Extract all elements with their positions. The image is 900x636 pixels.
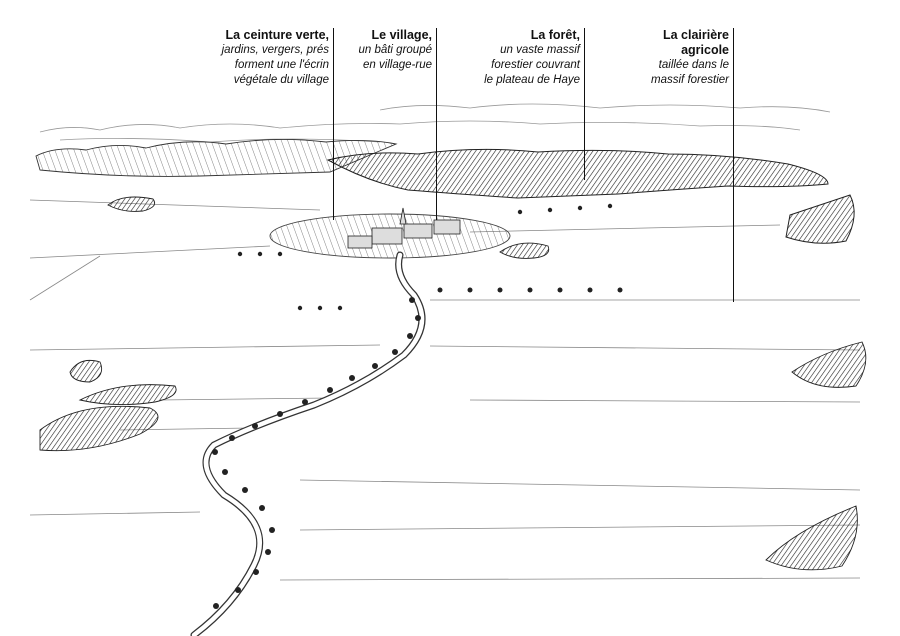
leader-line-clearing [733,28,735,302]
groves [39,196,867,571]
annotation-line: massif forestier [651,74,729,86]
annotation-village: Le village, un bâti groupé en village-ru… [302,28,432,73]
annotation-clearing: La clairière agricole taillée dans le ma… [599,28,729,88]
annotation-forest: La forêt, un vaste massif forestier couv… [430,28,580,88]
annotation-green-belt: La ceinture verte, jardins, vergers, pré… [129,28,329,88]
annotation-line: un bâti groupé [358,44,432,56]
annotation-line: forment une l'écrin [234,59,329,71]
far-forest-left [35,138,398,177]
annotation-title: La forêt, [530,28,580,42]
leader-line-green-belt [333,28,335,220]
annotation-line: en village-rue [362,59,432,71]
village-buildings [347,207,461,249]
annotation-line: forestier couvrant [491,59,580,71]
forest-right-edge [785,194,855,244]
annotation-line: jardins, vergers, prés [221,44,329,56]
annotation-line: taillée dans le [658,59,729,71]
annotation-line: végétale du village [233,74,329,86]
road [190,251,426,636]
leader-line-forest [584,28,586,180]
annotation-title: agricole [681,43,729,57]
annotation-line: un vaste massif [500,44,580,56]
annotation-title: La ceinture verte, [225,28,329,42]
annotation-line: le plateau de Haye [484,74,580,86]
distant-clouds [39,103,831,143]
forest-band [326,148,829,199]
roadside-trees [212,203,623,609]
leader-line-village [436,28,438,220]
field-lines [29,199,861,581]
annotation-title: Le village, [371,28,432,42]
annotation-title: La clairière [662,28,729,42]
